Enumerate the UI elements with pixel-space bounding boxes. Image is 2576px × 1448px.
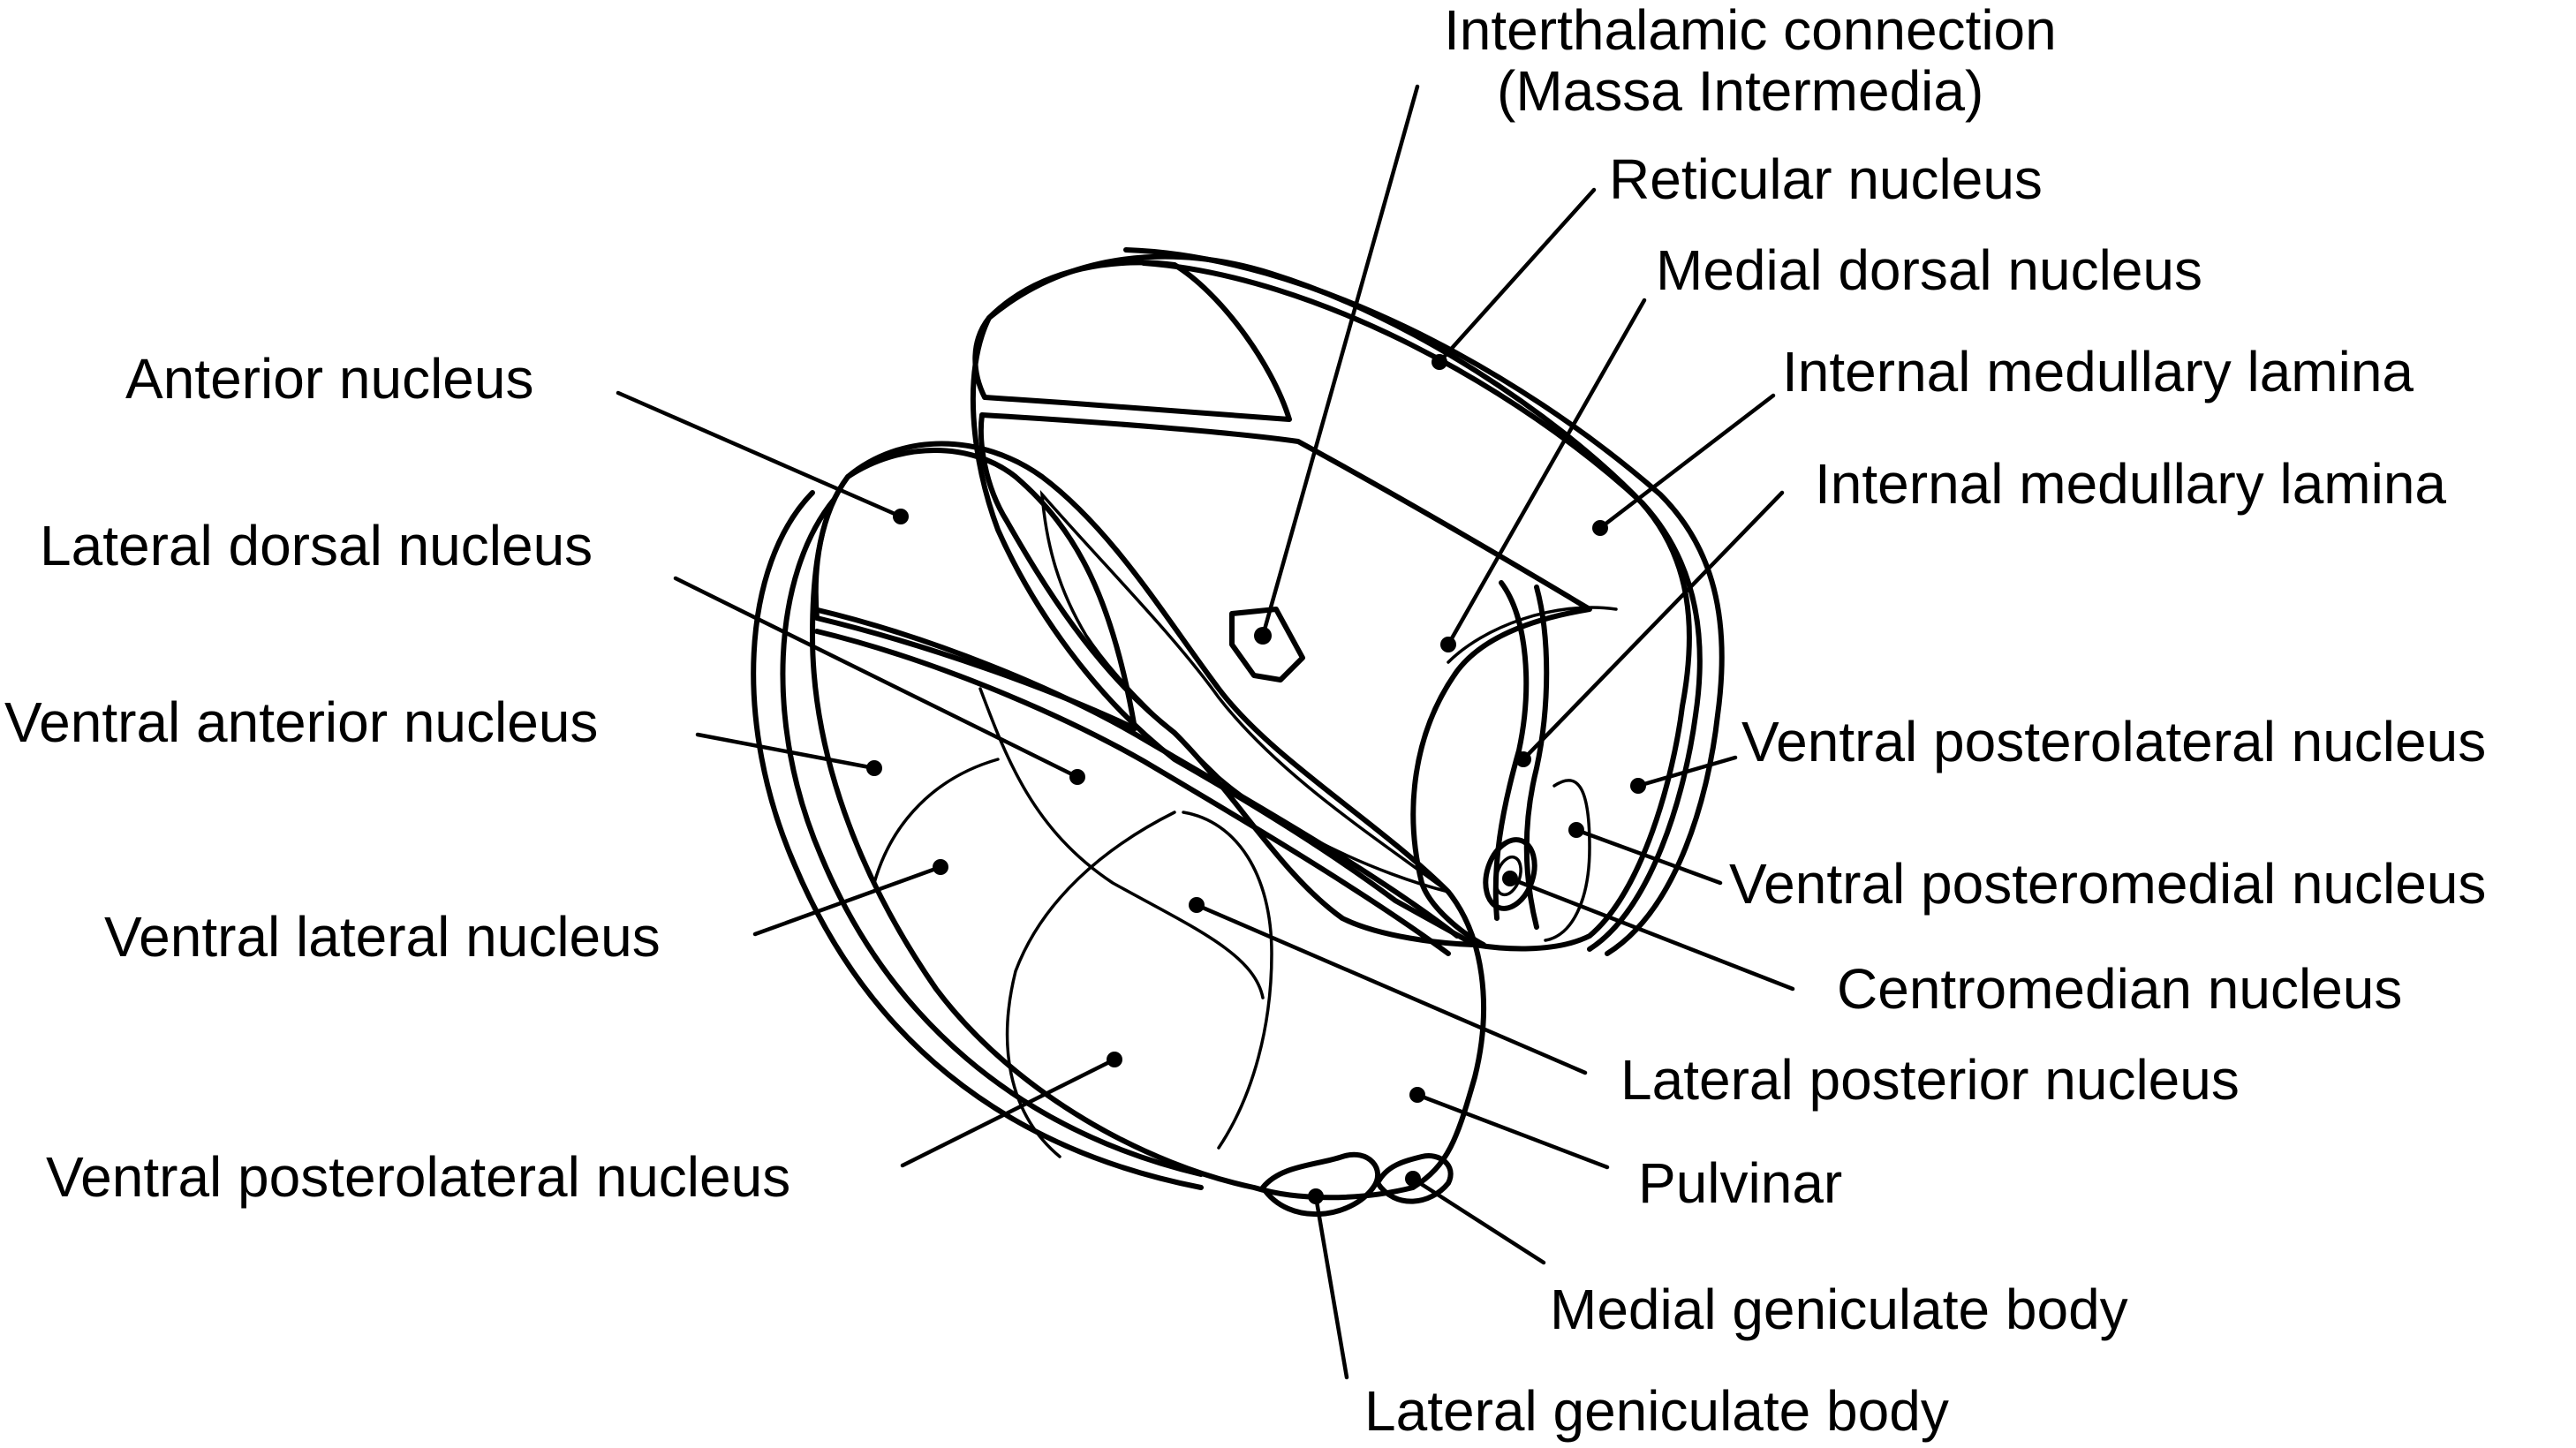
centromedian-core — [1494, 855, 1522, 897]
label-ventral-posterolateral-nucleus-right: Ventral posterolateral nucleus — [1741, 710, 2486, 773]
medial-lobe — [970, 253, 1692, 952]
label-ventral-anterior-nucleus: Ventral anterior nucleus — [4, 690, 598, 754]
label-medial-dorsal-nucleus: Medial dorsal nucleus — [1656, 238, 2202, 302]
label-ventral-posterolateral-nucleus-left: Ventral posterolateral nucleus — [46, 1145, 790, 1209]
label-ventral-posteromedial-nucleus: Ventral posteromedial nucleus — [1729, 852, 2486, 916]
label-anterior-nucleus: Anterior nucleus — [125, 347, 533, 411]
leader-lines — [616, 84, 1795, 1380]
label-internal-medullary-lamina-lower: Internal medullary lamina — [1815, 452, 2446, 516]
label-lateral-geniculate-body: Lateral geniculate body — [1364, 1379, 1949, 1443]
massa-intermedia-patch — [1229, 607, 1305, 683]
labels: Interthalamic connection (Massa Intermed… — [4, 0, 2486, 1443]
centromedian-oval — [1483, 837, 1537, 911]
label-interthalamic-connection: Interthalamic connection — [1444, 0, 2057, 62]
label-lateral-posterior-nucleus: Lateral posterior nucleus — [1620, 1048, 2240, 1112]
label-reticular-nucleus: Reticular nucleus — [1609, 147, 2043, 211]
lateral-lobe — [810, 441, 1486, 1218]
label-internal-medullary-lamina-upper: Internal medullary lamina — [1782, 340, 2414, 403]
anterior-nucleus-lateral — [812, 448, 1137, 731]
lateral-thalamus-body — [810, 441, 1486, 1201]
label-medial-geniculate-body: Medial geniculate body — [1550, 1278, 2128, 1341]
label-pulvinar: Pulvinar — [1638, 1151, 1842, 1215]
label-centromedian-nucleus: Centromedian nucleus — [1837, 957, 2402, 1021]
anterior-nucleus-medial — [972, 260, 1292, 422]
lateral-geniculate-bump — [1260, 1151, 1380, 1218]
label-ventral-lateral-nucleus: Ventral lateral nucleus — [104, 905, 661, 969]
lateral-crosshatch-strip — [1039, 489, 1450, 894]
medial-dorsal-nucleus-region — [978, 412, 1592, 947]
label-massa-intermedia: (Massa Intermedia) — [1497, 59, 1983, 123]
medial-geniculate-bump — [1375, 1153, 1454, 1204]
label-lateral-dorsal-nucleus: Lateral dorsal nucleus — [40, 514, 593, 577]
